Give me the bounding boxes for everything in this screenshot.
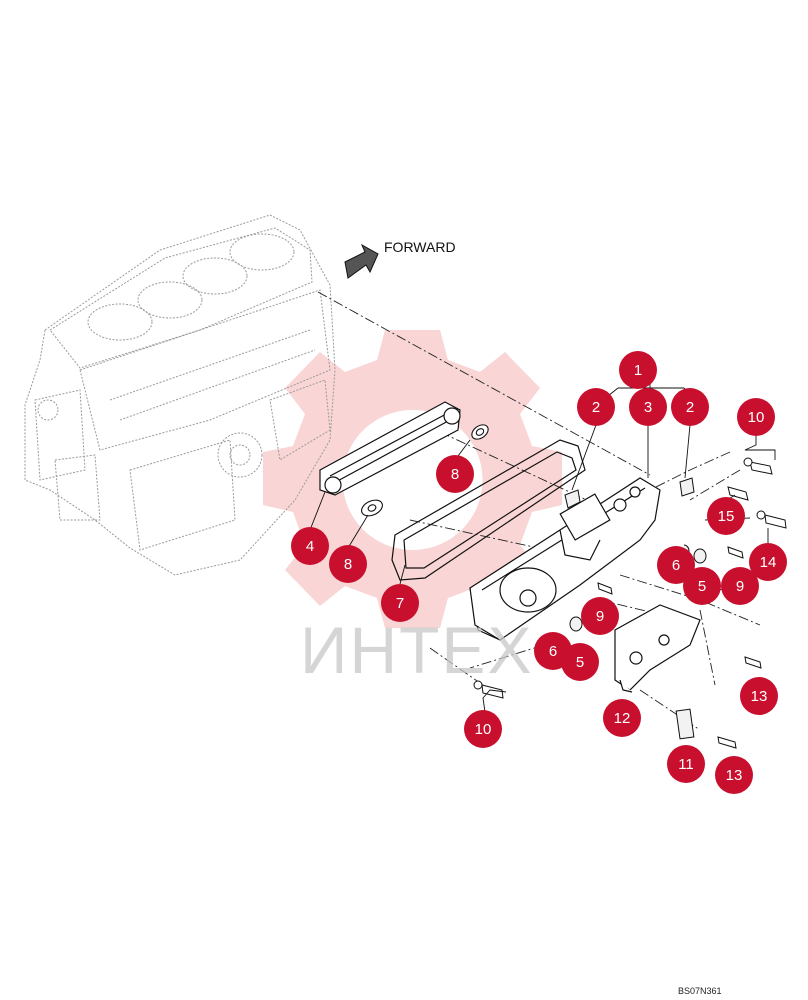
cover-gasket [391, 439, 586, 581]
callout-part: 7 [381, 584, 419, 622]
callout-part: 9 [721, 567, 759, 605]
callout-part: 13 [715, 756, 753, 794]
callout-part: 8 [329, 545, 367, 583]
callout-part: 1 [619, 351, 657, 389]
small-gasket [361, 424, 489, 517]
oil-cooler-element [319, 401, 461, 496]
filter-head-bracket [614, 604, 701, 693]
oil-cooler-cover [469, 477, 661, 641]
callout-part: 9 [581, 597, 619, 635]
callout-part: 12 [603, 699, 641, 737]
drawing-code: BS07N361 [678, 986, 722, 996]
callout-part: 13 [740, 677, 778, 715]
plug [564, 477, 695, 509]
engine-block [24, 214, 336, 576]
callout-part: 8 [436, 455, 474, 493]
callout-part: 15 [707, 497, 745, 535]
bolt [473, 457, 787, 749]
callout-part: 5 [683, 567, 721, 605]
callout-part: 3 [629, 388, 667, 426]
forward-label: FORWARD [384, 239, 456, 255]
callout-part: 5 [561, 643, 599, 681]
callout-part: 4 [291, 527, 329, 565]
callout-part: 2 [671, 388, 709, 426]
callout-part: 10 [737, 398, 775, 436]
callout-part: 11 [667, 745, 705, 783]
watermark-text: ИНТЕХ [300, 613, 534, 687]
callout-part: 10 [464, 710, 502, 748]
callout-part: 2 [577, 388, 615, 426]
forward-arrow-icon [344, 243, 379, 279]
